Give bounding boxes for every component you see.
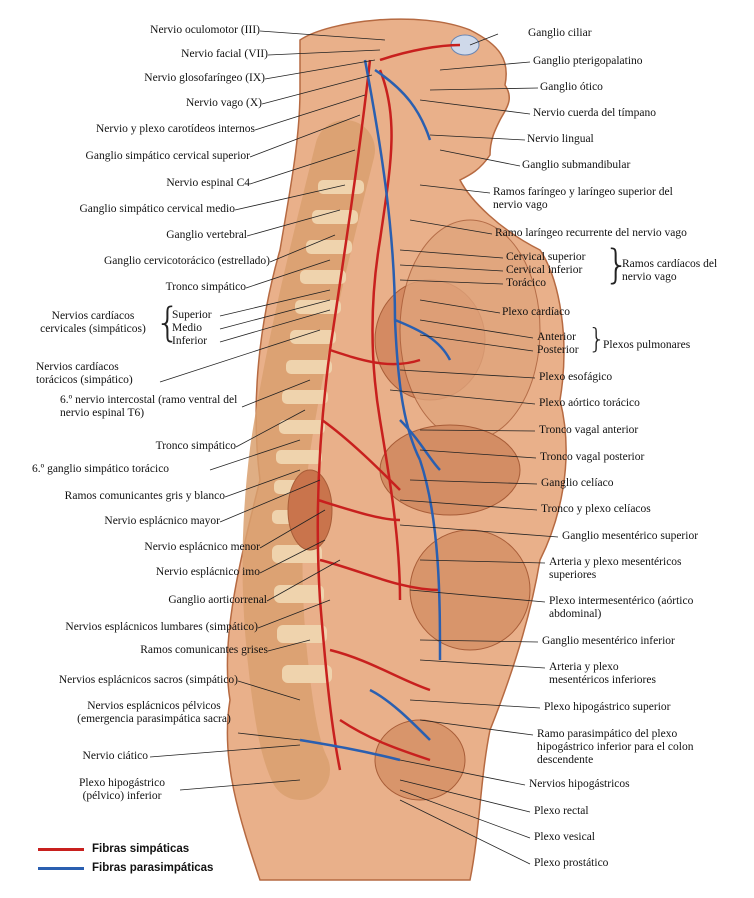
label-otic-ganglion: Ganglio ótico [540, 81, 603, 93]
label-cervical-cardiac-inferior: Inferior [172, 335, 208, 347]
label-pelvic-splanchnic: Nervios esplácnicos pélvicos (emergencia… [77, 700, 231, 725]
label-sympathetic-trunk-lower: Tronco simpático [155, 440, 236, 452]
label-submandibular-ganglion: Ganglio submandibular [522, 159, 631, 171]
label-superior-mesenteric-artery-plexus: Arteria y plexo mesentéricos superiores [549, 556, 682, 581]
label-lingual-nerve: Nervio lingual [527, 133, 594, 145]
label-lesser-splanchnic: Nervio esplácnico menor [144, 541, 260, 553]
label-lumbar-splanchnic: Nervios esplácnicos lumbares (simpático) [65, 621, 258, 633]
leader-lines [149, 30, 559, 865]
brace-pulmonary: } [588, 322, 606, 355]
label-carotid-plexus: Nervio y plexo carotídeos internos [95, 123, 255, 135]
bladder [374, 719, 466, 801]
label-superior-hypogastric-plexus: Plexo hipogástrico superior [544, 701, 671, 713]
label-intercostal-nerve: 6.º nervio intercostal (ramo ventral del… [60, 394, 238, 419]
label-spinal-c4: Nervio espinal C4 [166, 177, 250, 189]
label-pharyngeal-laryngeal-branches: Ramos faríngeo y laríngeo superior del n… [493, 186, 673, 211]
label-inferior-hypogastric-plexus: Plexo hipogástrico (pélvico) inferior [79, 777, 165, 802]
sympathetic-fibres [316, 43, 461, 771]
legend-sympathetic: Fibras simpáticas [38, 843, 189, 855]
label-thoracic-aortic-plexus: Plexo aórtico torácico [539, 397, 640, 409]
label-vertebral-ganglion: Ganglio vertebral [166, 229, 247, 241]
label-greater-splanchnic: Nervio esplácnico mayor [104, 515, 220, 527]
brace-cervical-cardiac: { [155, 300, 181, 346]
legend-parasympathetic-swatch [38, 866, 84, 870]
brace-vagal-cardiac: } [604, 242, 630, 288]
label-t6-ganglion: 6.º ganglio simpático torácico [32, 463, 170, 475]
label-gray-rami: Ramos comunicantes grises [140, 644, 268, 656]
label-prostatic-plexus: Plexo prostático [534, 857, 609, 869]
label-sacral-splanchnic: Nervios esplácnicos sacros (simpático) [58, 674, 238, 686]
label-least-splanchnic: Nervio esplácnico imo [155, 566, 260, 578]
label-esophageal-plexus: Plexo esofágico [539, 371, 613, 383]
label-celiac-ganglion: Ganglio celíaco [541, 477, 614, 489]
label-cervical-cardiac-nerves: Nervios cardíacos cervicales (simpáticos… [40, 310, 146, 335]
label-intermesenteric-plexus: Plexo intermesentérico (aórtico abdomina… [549, 595, 694, 620]
label-cervical-cardiac-middle: Medio [172, 322, 203, 334]
label-cervical-cardiac-superior: Superior [172, 309, 212, 321]
label-superior-mesenteric-ganglion: Ganglio mesentérico superior [562, 530, 699, 542]
label-vagal-cardiac-thoracic: Torácico [506, 277, 547, 289]
label-pulmonary-anterior: Anterior [537, 331, 576, 343]
legend-parasympathetic: Fibras parasimpáticas [38, 862, 213, 874]
label-posterior-vagal-trunk: Tronco vagal posterior [540, 451, 645, 463]
label-inferior-mesenteric-artery-plexus: Arteria y plexo mesentéricos inferiores [549, 661, 656, 686]
label-middle-cervical-ganglion: Ganglio simpático cervical medio [79, 203, 235, 215]
label-pulmonary-posterior: Posterior [537, 344, 579, 356]
label-stellate-ganglion: Ganglio cervicotorácico (estrellado) [103, 255, 270, 267]
legend-parasympathetic-label: Fibras parasimpáticas [92, 862, 214, 874]
label-hypogastric-nerves: Nervios hipogástricos [529, 778, 630, 790]
legend-sympathetic-swatch [38, 847, 84, 851]
label-chorda-tympani: Nervio cuerda del tímpano [533, 107, 656, 119]
label-facial: Nervio facial (VII) [181, 48, 268, 60]
legend-sympathetic-label: Fibras simpáticas [92, 843, 190, 855]
label-rami-communicantes: Ramos comunicantes gris y blanco [64, 490, 225, 502]
label-ciliary-ganglion: Ganglio ciliar [528, 27, 592, 39]
label-superior-cervical-ganglion: Ganglio simpático cervical superior [85, 150, 250, 162]
label-inferior-mesenteric-ganglion: Ganglio mesentérico inferior [542, 635, 675, 647]
label-vagus: Nervio vago (X) [185, 97, 262, 109]
label-rectal-plexus: Plexo rectal [534, 805, 589, 817]
label-thoracic-cardiac-nerves: Nervios cardíacos torácicos (simpático) [36, 361, 133, 386]
label-pterygopalatine-ganglion: Ganglio pterigopalatino [533, 55, 643, 67]
label-pulmonary-title: Plexos pulmonares [603, 339, 691, 351]
label-oculomotor: Nervio oculomotor (III) [150, 24, 260, 36]
label-vagal-cardiac-superior: Cervical superior [506, 251, 586, 263]
label-vagal-cardiac-inferior: Cervical inferior [506, 264, 583, 276]
label-vesical-plexus: Plexo vesical [534, 831, 595, 843]
stomach [379, 424, 521, 516]
label-glossopharyngeal: Nervio glosofaríngeo (IX) [144, 72, 265, 84]
label-aorticorenal-ganglion: Ganglio aorticorrenal [168, 594, 267, 606]
label-anterior-vagal-trunk: Tronco vagal anterior [539, 424, 639, 436]
label-celiac-trunk-plexus: Tronco y plexo celíacos [541, 503, 651, 515]
label-recurrent-laryngeal: Ramo laríngeo recurrente del nervio vago [495, 227, 687, 239]
label-vagal-cardiac-title: Ramos cardíacos del nervio vago [622, 258, 718, 283]
label-sciatic-nerve: Nervio ciático [82, 750, 148, 762]
label-sympathetic-trunk-upper: Tronco simpático [165, 281, 246, 293]
parasympathetic-fibres [299, 59, 452, 762]
label-parasympathetic-branch-colon: Ramo parasimpático del plexo hipogástric… [537, 728, 694, 766]
kidney [287, 469, 333, 551]
label-cardiac-plexus: Plexo cardíaco [502, 306, 571, 318]
